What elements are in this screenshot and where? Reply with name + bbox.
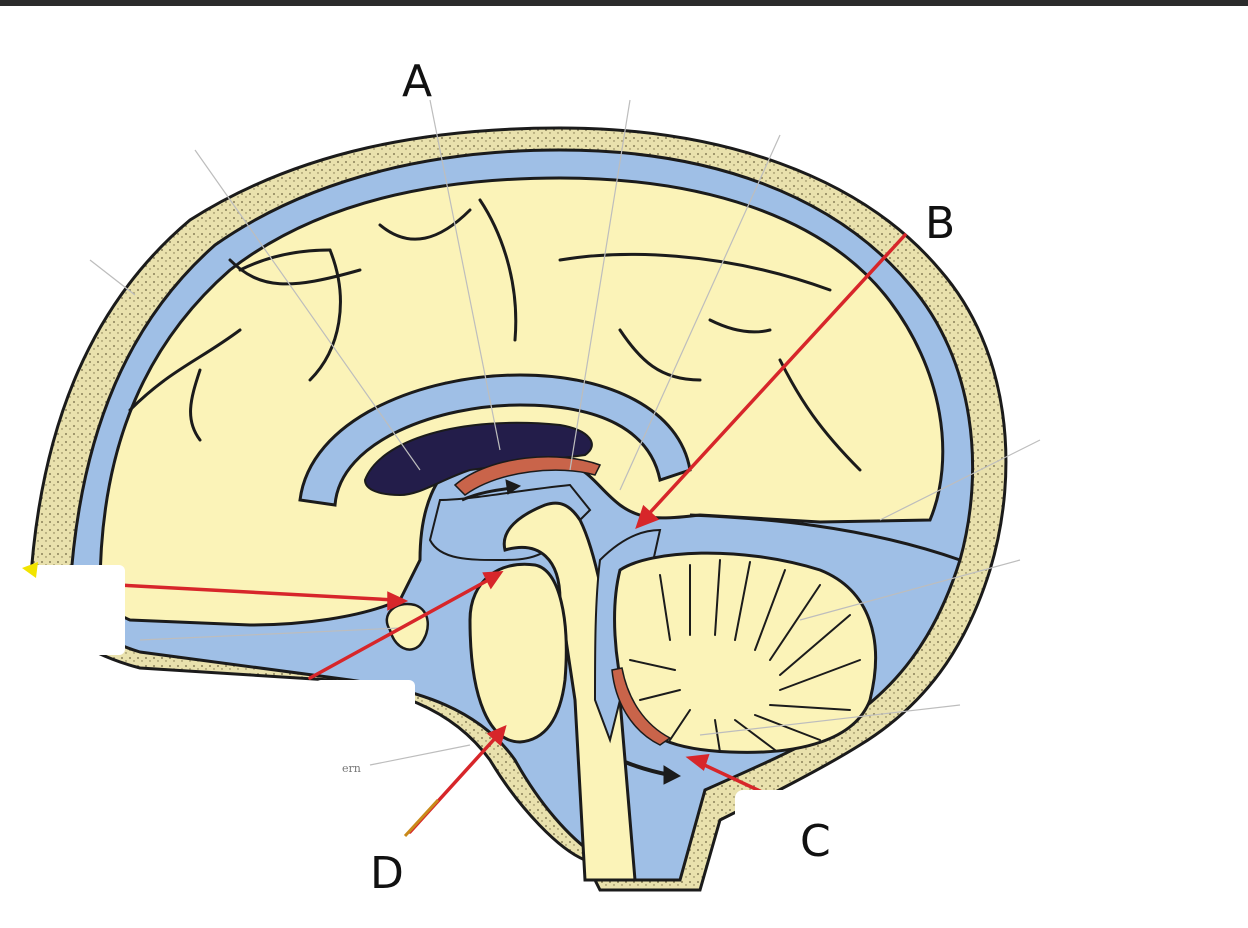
cerebellar-folia <box>629 559 861 753</box>
infundibulum <box>385 602 429 651</box>
tentorium <box>689 513 961 562</box>
cerebellar-choroid <box>611 667 672 746</box>
pointer-arrows <box>116 233 907 834</box>
label-a: A <box>402 56 432 107</box>
cerebral-sulci <box>128 198 862 472</box>
csf-flow-arrows <box>461 479 682 785</box>
fragment-label: ern <box>342 762 361 775</box>
top-bar <box>0 0 1248 6</box>
highlight-mark <box>22 562 38 578</box>
label-b: B <box>925 198 955 249</box>
choroid-plexus <box>453 456 602 496</box>
label-c: C <box>800 816 831 867</box>
pons <box>468 562 568 744</box>
pointer-d-tail <box>403 798 440 838</box>
label-cover-patches <box>0 565 935 900</box>
lateral-ventricle <box>363 421 593 497</box>
guide-lines <box>89 99 1041 766</box>
label-d: D <box>370 848 404 899</box>
